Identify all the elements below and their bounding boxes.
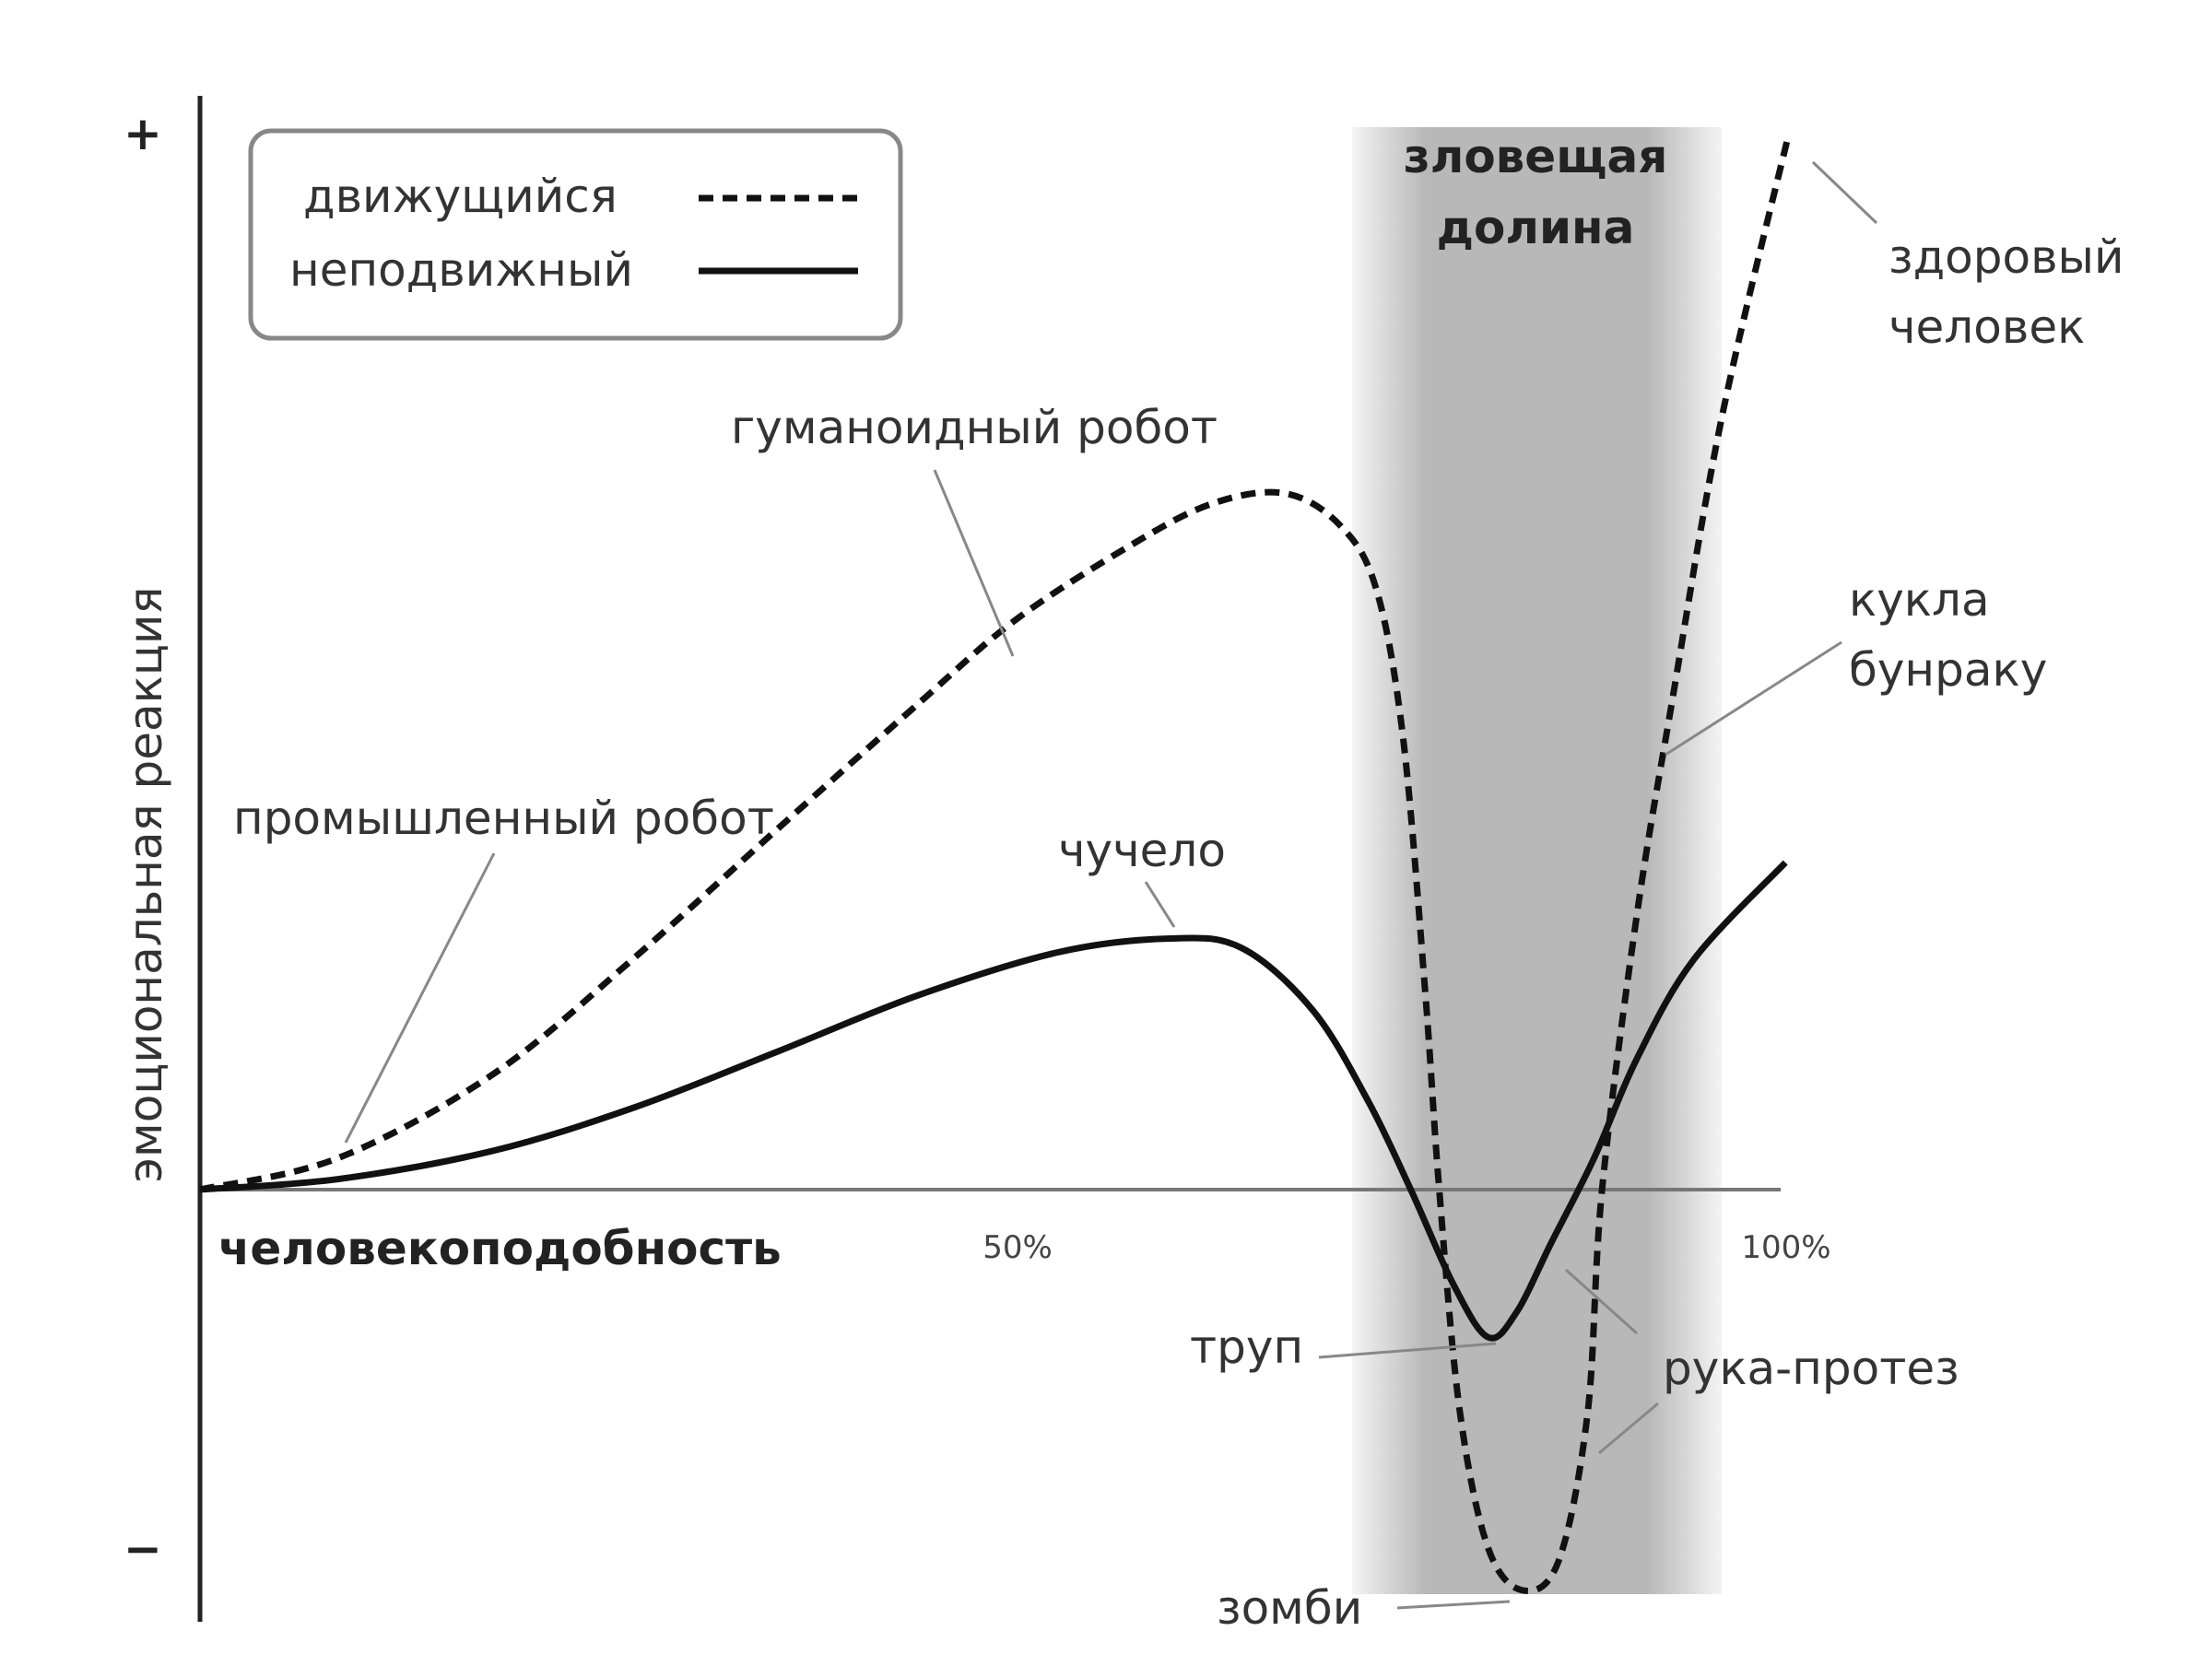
y-axis-label: эмоциональная реакция: [119, 587, 172, 1183]
x-axis-label: человекоподобность: [218, 1222, 782, 1275]
annotation-bunraku-1: кукла: [1849, 573, 1990, 627]
leader-stuffed: [1144, 881, 1176, 928]
x-tick-50: 50%: [982, 1229, 1053, 1266]
y-tick-plus: +: [124, 107, 162, 160]
leader-bunraku: [1665, 640, 1842, 757]
leader-healthy: [1811, 160, 1878, 225]
y-tick-minus: −: [124, 1522, 162, 1576]
annotation-stuffed: чучело: [1058, 824, 1226, 877]
series-line-moving: [199, 134, 1792, 1594]
leader-industrial: [344, 852, 496, 1144]
annotation-healthy-2: человек: [1888, 300, 2085, 354]
region-label-line1: зловещая: [1404, 130, 1668, 183]
annotation-bunraku-2: бунраку: [1849, 643, 2047, 697]
leader-corpse: [1318, 1342, 1497, 1359]
legend: движущийся неподвижный: [248, 128, 903, 341]
x-tick-100: 100%: [1741, 1229, 1830, 1266]
leader-humanoid: [933, 469, 1015, 657]
annotation-industrial: промышленный робот: [233, 792, 774, 845]
annotation-healthy-1: здоровый: [1888, 230, 2124, 284]
annotation-corpse: труп: [1190, 1320, 1303, 1374]
annotation-zombie: зомби: [1217, 1581, 1362, 1635]
legend-label-moving: движущийся: [303, 170, 618, 223]
legend-label-still: неподвижный: [289, 243, 633, 297]
series-line-still: [199, 860, 1788, 1342]
leader-zombie: [1396, 1600, 1511, 1610]
annotation-prosthetic: рука-протез: [1663, 1342, 1959, 1395]
region-label-line2: долина: [1437, 201, 1635, 254]
annotation-humanoid: гуманоидный робот: [731, 401, 1218, 454]
leader-prosthetic-2: [1598, 1402, 1659, 1455]
leader-prosthetic-1: [1564, 1268, 1639, 1335]
